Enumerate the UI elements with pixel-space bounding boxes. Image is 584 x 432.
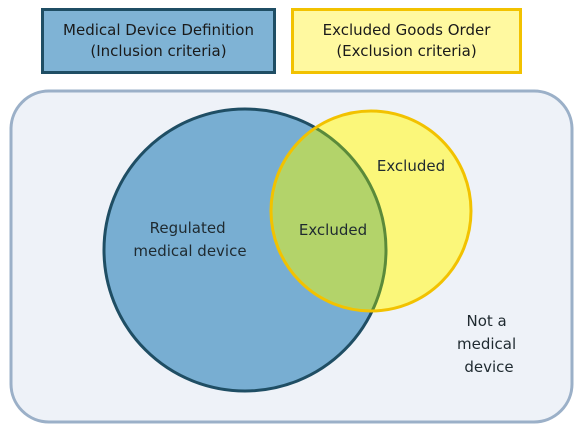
not-a-medical-device-label: Not a medical device	[457, 312, 521, 376]
intersection-region	[271, 111, 386, 311]
exclusion-legend-title: Excluded Goods Order	[322, 21, 491, 39]
inclusion-legend-box: Medical Device Definition (Inclusion cri…	[41, 8, 276, 74]
excluded-only-label: Excluded	[377, 157, 445, 175]
intersection-excluded-label: Excluded	[299, 221, 367, 239]
excluded-goods-outline	[269, 109, 473, 313]
exclusion-legend-subtitle: (Exclusion criteria)	[336, 42, 477, 60]
inclusion-legend-subtitle: (Inclusion criteria)	[90, 42, 227, 60]
inclusion-legend-title: Medical Device Definition	[63, 21, 254, 39]
regulated-medical-device-label: Regulated medical device	[133, 219, 246, 260]
exclusion-legend-box: Excluded Goods Order (Exclusion criteria…	[291, 8, 522, 74]
medical-device-inner-outline	[271, 111, 388, 311]
